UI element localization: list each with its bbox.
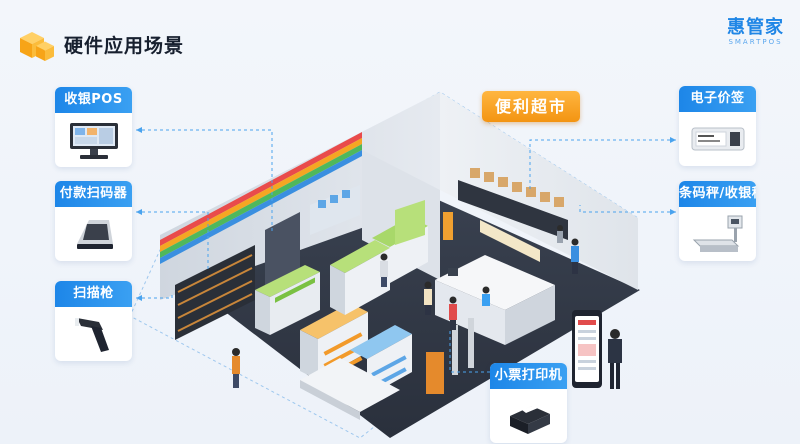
device-label: 条码秤/收银秤 bbox=[679, 181, 756, 207]
device-card-scale: 条码秤/收银秤 bbox=[679, 181, 756, 261]
price-tag-icon bbox=[679, 112, 756, 166]
back-shelf bbox=[458, 180, 568, 240]
checkout-counter bbox=[435, 255, 555, 345]
store-type-badge: 便利超市 bbox=[482, 91, 580, 122]
payment-scanner-icon bbox=[55, 207, 132, 261]
device-label: 电子价签 bbox=[679, 86, 756, 112]
brand-subtitle: SMARTPOS bbox=[728, 38, 783, 46]
barcode-gun-icon bbox=[55, 307, 132, 361]
weighing-scale-icon bbox=[679, 207, 756, 261]
product-shelves bbox=[255, 185, 428, 397]
device-card-scan-gun: 扫描枪 bbox=[55, 281, 132, 361]
device-card-pos: 收银POS bbox=[55, 87, 132, 167]
smartphone-illustration bbox=[572, 310, 602, 388]
device-card-payment-scanner: 付款扫码器 bbox=[55, 181, 132, 261]
pos-terminal-icon bbox=[55, 113, 132, 167]
store-door bbox=[265, 212, 300, 288]
people bbox=[232, 225, 622, 389]
connector-lines bbox=[136, 129, 676, 373]
connector-arrows bbox=[136, 127, 676, 301]
brand-logo: 惠管家 SMARTPOS bbox=[727, 18, 784, 47]
device-label: 收银POS bbox=[55, 87, 132, 113]
wall-shelf bbox=[175, 245, 255, 340]
device-card-printer: 小票打印机 bbox=[490, 363, 567, 443]
receipt-printer-icon bbox=[490, 389, 567, 443]
page-title: 硬件应用场景 bbox=[64, 34, 185, 57]
page-header: 硬件应用场景 bbox=[14, 26, 184, 62]
cube-logo-icon bbox=[14, 26, 54, 62]
device-label: 付款扫码器 bbox=[55, 181, 132, 207]
store-wall-left bbox=[160, 92, 440, 300]
store-wall-right bbox=[440, 92, 638, 290]
device-card-e-price-tag: 电子价签 bbox=[679, 86, 756, 166]
device-label: 小票打印机 bbox=[490, 363, 567, 389]
brand-name: 惠管家 bbox=[727, 17, 784, 38]
device-label: 扫描枪 bbox=[55, 281, 132, 307]
